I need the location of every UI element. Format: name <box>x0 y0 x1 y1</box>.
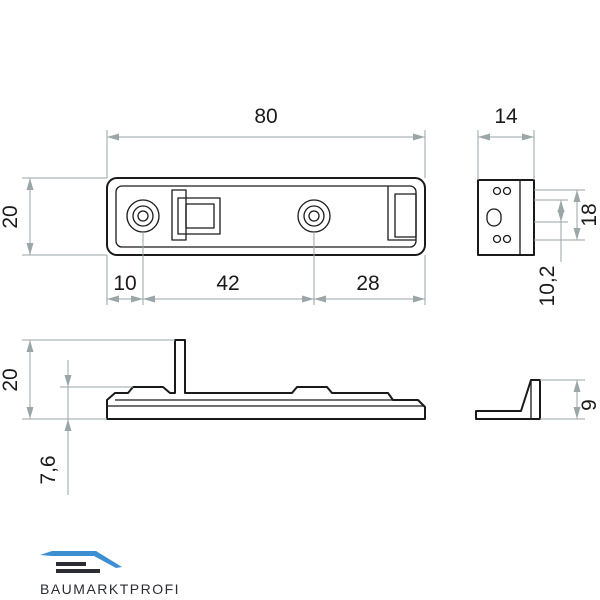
side-slot <box>486 208 502 227</box>
side-view-dimensions: 14 18 10,2 <box>477 105 600 307</box>
dim-top-seg-right: 28 <box>356 272 379 295</box>
logo-bar-icon <box>56 562 86 566</box>
end-block <box>387 186 416 241</box>
bracket-dimensions: 9 <box>540 379 600 420</box>
latch-window <box>177 197 221 235</box>
plate-outline <box>106 177 426 256</box>
dim-top-length: 80 <box>254 105 277 128</box>
side-outline <box>477 179 535 256</box>
dim-top-seg-left: 10 <box>113 272 136 295</box>
side-hole-top <box>492 186 502 196</box>
front-outline <box>106 339 426 420</box>
dim-top-seg-middle: 42 <box>216 272 239 295</box>
brand-logo: BAUMARKTPROFI <box>40 551 180 597</box>
dim-side-offset: 10,2 <box>536 266 559 307</box>
dim-top-height: 20 <box>0 205 22 228</box>
logo-text: BAUMARKTPROFI <box>40 581 180 597</box>
dim-side-width: 14 <box>494 105 518 128</box>
plate-inner-outline <box>115 185 417 248</box>
front-view-dimensions: 20 7,6 <box>0 339 175 495</box>
screw-hole-right <box>297 199 331 233</box>
front-view <box>106 339 426 420</box>
logo-roof-icon <box>40 551 122 568</box>
side-view <box>477 179 535 256</box>
top-view-dimensions: 80 20 10 42 28 <box>0 105 426 305</box>
side-hole-bottom <box>492 234 502 244</box>
dim-front-height: 20 <box>0 368 22 391</box>
dim-bracket-height: 9 <box>578 399 600 411</box>
dim-front-base: 7,6 <box>37 455 60 484</box>
screw-hole-left <box>126 199 160 233</box>
dim-side-height: 18 <box>578 203 600 226</box>
bracket-view <box>475 379 541 420</box>
end-block-inner <box>394 193 417 238</box>
top-view <box>106 177 426 256</box>
